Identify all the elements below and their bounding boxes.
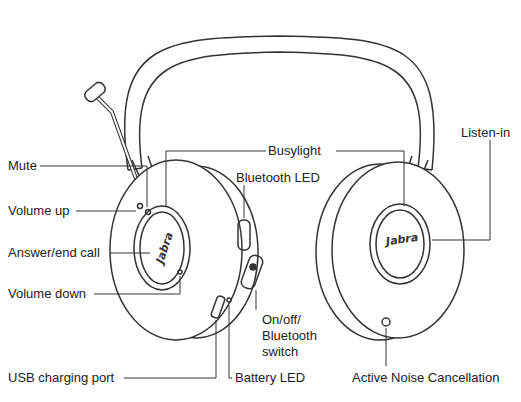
left-disc: [134, 206, 190, 290]
mic-boom: [96, 96, 140, 190]
part-label: Busylight: [268, 143, 321, 159]
leader: [229, 305, 232, 378]
part-label: On/off/ Bluetooth switch: [262, 312, 328, 360]
part-label: Mute: [8, 158, 37, 174]
leader: [94, 276, 180, 294]
leader: [40, 166, 147, 207]
part-label: Bluetooth LED: [236, 170, 320, 186]
leader: [256, 290, 257, 310]
volume-up-button: [138, 204, 143, 209]
part-label: Volume down: [8, 286, 86, 302]
part-label: USB charging port: [8, 370, 114, 386]
right-disc: [370, 204, 430, 284]
right-cup: [332, 162, 464, 338]
leader: [386, 328, 387, 366]
headband-outer: [125, 36, 434, 170]
volume-down-button: [178, 270, 182, 274]
mute-button: [146, 210, 151, 215]
leader: [110, 253, 150, 254]
mic-tip: [83, 80, 108, 103]
left-disc-ring: [140, 212, 184, 284]
right-disc-ring: [376, 210, 424, 278]
leader-lines: [40, 140, 490, 378]
leader: [244, 185, 245, 218]
part-label: Listen-in: [461, 125, 510, 141]
bluetooth-led: [238, 220, 250, 250]
leader: [336, 151, 404, 206]
onoff-switch: [240, 254, 265, 291]
part-label: Answer/end call: [8, 245, 100, 261]
battery-led: [227, 298, 231, 302]
anc-button: [382, 318, 390, 326]
switch-knob: [250, 264, 256, 270]
leader: [124, 320, 216, 378]
part-label: Battery LED: [235, 370, 305, 386]
usb-port: [210, 295, 225, 318]
leader: [76, 211, 136, 212]
left-cup: [110, 160, 242, 340]
mic-boom-fill: [96, 96, 140, 190]
leader: [432, 140, 490, 240]
part-label: Active Noise Cancellation: [352, 370, 499, 386]
part-label: Volume up: [8, 203, 69, 219]
